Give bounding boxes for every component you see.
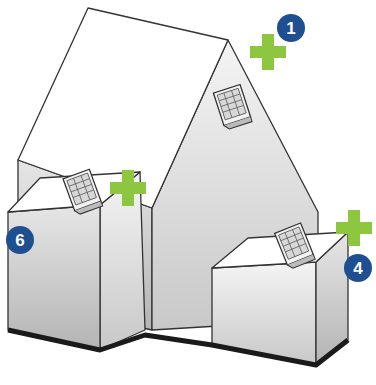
- callout-number: 4: [344, 254, 372, 282]
- right-annex: [212, 232, 348, 365]
- callout-circle: [344, 254, 372, 282]
- ground-line: [8, 330, 348, 365]
- plus-sign: [110, 170, 146, 206]
- callout-number: 6: [6, 226, 34, 254]
- plus-sign: [336, 210, 372, 246]
- callout-number: 1: [277, 14, 305, 42]
- solar-collector: [275, 223, 316, 270]
- callout-circle: [277, 14, 305, 42]
- solar-collector: [63, 169, 103, 215]
- plus-sign: [250, 34, 286, 70]
- callout-circle: [6, 226, 34, 254]
- solar-collector: [213, 85, 252, 131]
